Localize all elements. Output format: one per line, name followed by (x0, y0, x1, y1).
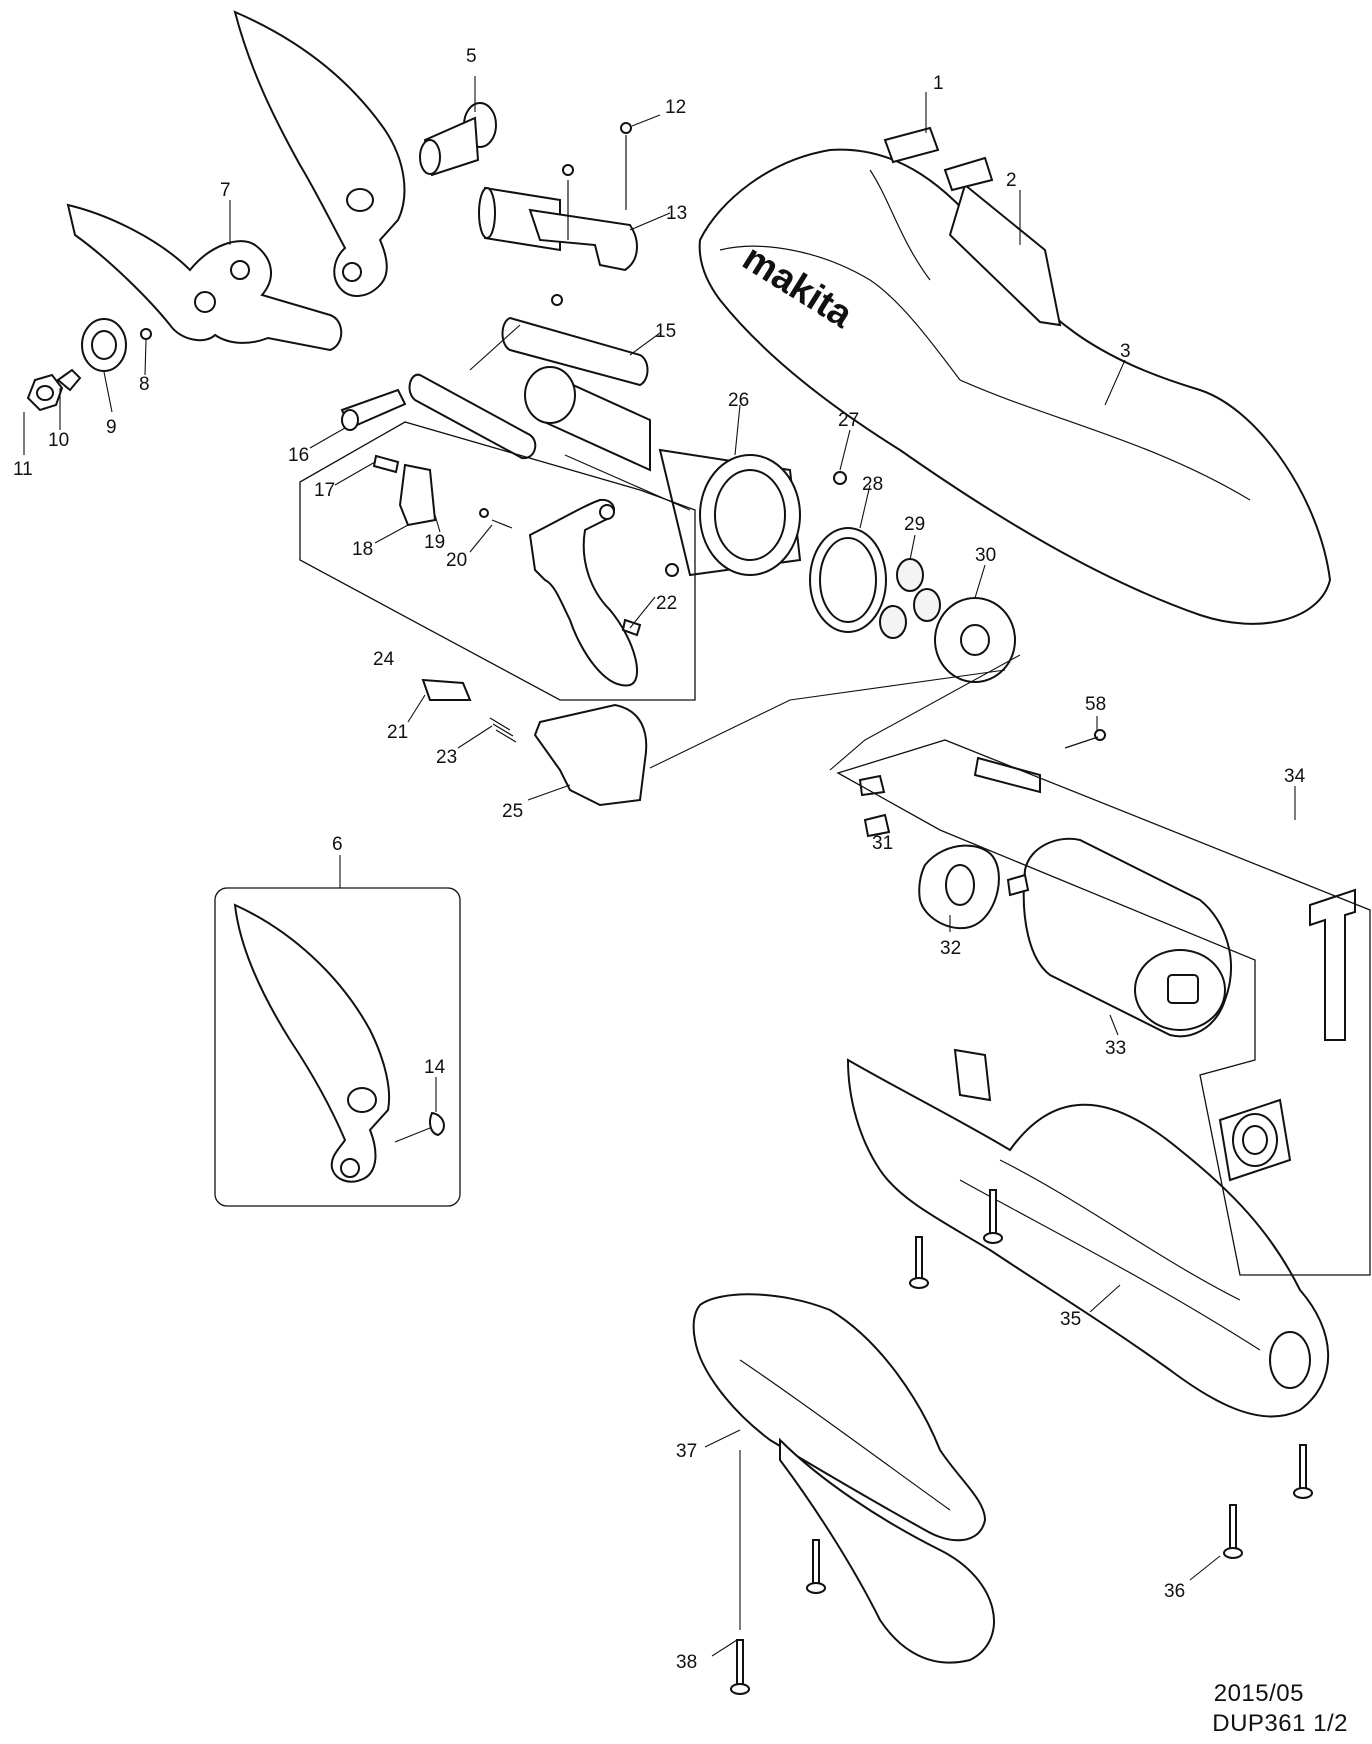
label-15: 15 (655, 321, 676, 342)
label-20: 20 (446, 550, 467, 571)
label-35: 35 (1060, 1309, 1081, 1330)
upper-blade-shape (233, 10, 406, 297)
footer-date: 2015/05 (1213, 1680, 1304, 1707)
screws (730, 1189, 1313, 1695)
label-30: 30 (975, 545, 996, 566)
label-1: 1 (933, 73, 944, 94)
label-8: 8 (139, 374, 150, 395)
label-19: 19 (424, 532, 445, 553)
label-38: 38 (676, 1652, 697, 1673)
label-18: 18 (352, 539, 373, 560)
bolt-5-shape (419, 102, 497, 177)
label-37: 37 (676, 1441, 697, 1462)
label-9: 9 (106, 417, 117, 438)
leader-lines (23, 76, 1371, 1657)
label-3: 3 (1120, 341, 1131, 362)
label-10: 10 (48, 430, 69, 451)
label-11: 11 (13, 459, 33, 480)
label-21: 21 (387, 722, 408, 743)
label-36: 36 (1164, 1581, 1185, 1602)
label-13: 13 (666, 203, 687, 224)
housing-half-35 (846, 1048, 1330, 1418)
label-31: 31 (872, 833, 893, 854)
label-16: 16 (288, 445, 309, 466)
label-5: 5 (466, 46, 477, 67)
part-number-labels: 1 2 3 5 6 7 8 9 10 11 12 13 14 15 16 17 … (13, 46, 1306, 1673)
label-12: 12 (665, 97, 686, 118)
label-7: 7 (220, 180, 231, 201)
label-58: 58 (1085, 694, 1106, 715)
drive-housing-13 (478, 122, 638, 272)
label-2: 2 (1006, 170, 1017, 191)
label-28: 28 (862, 474, 883, 495)
label-29: 29 (904, 514, 925, 535)
trigger-group (372, 454, 642, 687)
label-22: 22 (656, 593, 677, 614)
label-23: 23 (436, 747, 457, 768)
small-hardware-left (26, 318, 152, 412)
label-25: 25 (502, 801, 523, 822)
footer-model-page: DUP361 1/2 (1212, 1710, 1348, 1737)
links-15-16 (340, 294, 649, 460)
label-14: 14 (424, 1057, 446, 1078)
switch-parts-21-23-25 (421, 678, 648, 807)
label-34: 34 (1284, 766, 1306, 787)
label-17: 17 (314, 480, 335, 501)
motor-33 (858, 774, 1232, 1038)
blade-kit-6 (214, 887, 461, 1207)
label-24: 24 (373, 649, 395, 670)
housing-half-37 (692, 1293, 995, 1664)
lower-blade-shape (66, 203, 343, 352)
housing-cover-3: makita (698, 126, 1332, 625)
label-33: 33 (1105, 1038, 1126, 1059)
label-26: 26 (728, 390, 749, 411)
label-32: 32 (940, 938, 961, 959)
label-27: 27 (838, 410, 859, 431)
label-6: 6 (332, 834, 343, 855)
